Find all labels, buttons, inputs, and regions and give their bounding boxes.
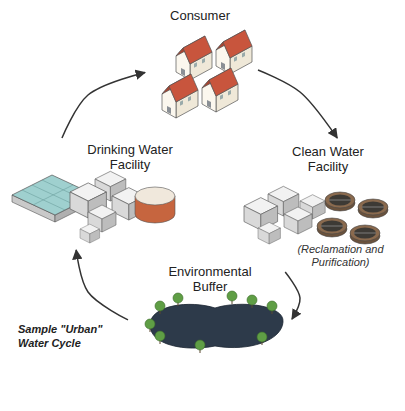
node-label: Environmental Buffer	[160, 264, 260, 294]
cycle-arrow	[76, 250, 128, 320]
environmental-buffer-node: Environmental Buffer	[128, 262, 292, 357]
houses	[162, 30, 252, 118]
node-label: Consumer	[145, 8, 255, 23]
clean-water-node: Clean Water Facility (Reclamation and Pur…	[238, 138, 398, 272]
node-label: Clean Water Facility	[283, 144, 373, 174]
cycle-arrow	[62, 72, 145, 138]
clean-water-plant	[244, 186, 388, 244]
consumer-node: Consumer	[145, 4, 258, 124]
pond	[145, 291, 283, 353]
node-label: Drinking Water Facility	[80, 142, 180, 172]
drinking-water-node: Drinking Water Facility	[5, 138, 183, 250]
drinking-water-plant	[12, 171, 175, 243]
figure-caption-note: Sample "Urban" Water Cycle	[18, 322, 113, 350]
node-sublabel: (Reclamation and Purification)	[293, 243, 388, 269]
cycle-arrow	[285, 272, 300, 319]
cycle-arrow	[258, 70, 337, 138]
